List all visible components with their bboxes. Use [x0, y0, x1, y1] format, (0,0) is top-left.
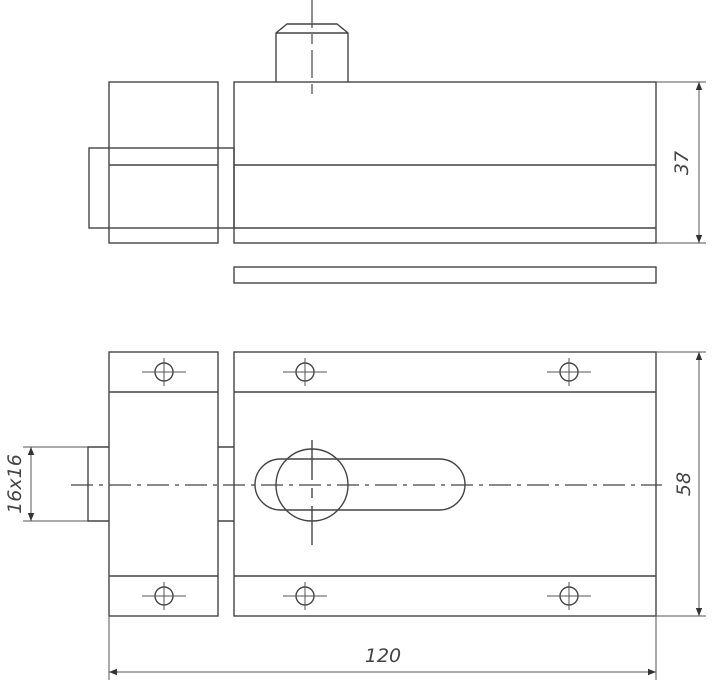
bolt-top [88, 147, 235, 229]
screw-hole-icon [283, 358, 327, 386]
mounting-holes [142, 358, 591, 610]
body-front [233, 351, 657, 617]
top-view: 37 [88, 0, 706, 284]
keeper-block-top [108, 81, 219, 244]
screw-hole-icon [547, 582, 591, 610]
dimension-16x16: 16x16 [4, 454, 26, 514]
screw-hole-icon [142, 582, 186, 610]
mounting-strip [233, 266, 657, 284]
screw-hole-icon [547, 358, 591, 386]
body-top [233, 81, 657, 244]
dimension-120: 120 [365, 645, 401, 667]
bolt-front [87, 446, 234, 522]
dimension-58: 58 [673, 472, 695, 496]
dimension-37: 37 [671, 151, 693, 175]
front-view: 16x16 58 120 [4, 351, 706, 680]
keeper-block-front [108, 351, 219, 617]
screw-hole-icon [142, 358, 186, 386]
screw-hole-icon [283, 582, 327, 610]
